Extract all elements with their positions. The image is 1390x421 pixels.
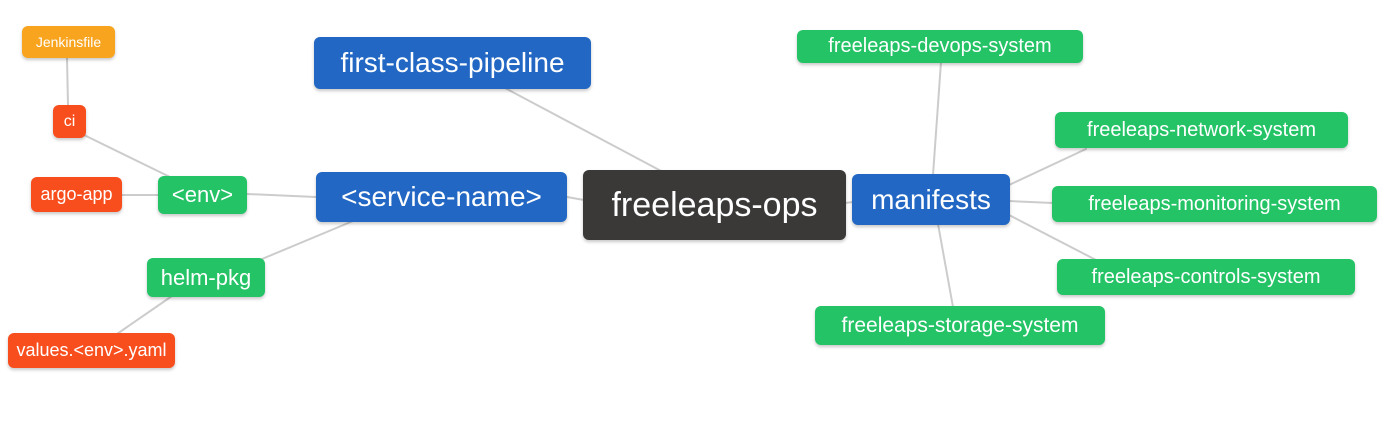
edge-first-class-pipeline-freeleaps-ops: [504, 87, 664, 173]
node-ci[interactable]: ci: [53, 105, 86, 138]
node-freeleaps-storage-system[interactable]: freeleaps-storage-system: [815, 306, 1105, 345]
edge-env-service-name: [246, 193, 317, 198]
node-first-class-pipeline[interactable]: first-class-pipeline: [314, 37, 591, 89]
node-service-name[interactable]: <service-name>: [316, 172, 567, 222]
edge-manifests-monitoring-system: [1008, 200, 1054, 204]
node-manifests[interactable]: manifests: [852, 174, 1010, 225]
edge-service-name-helm-pkg: [261, 220, 354, 260]
node-jenkinsfile[interactable]: Jenkinsfile: [22, 26, 115, 58]
node-env[interactable]: <env>: [158, 176, 247, 214]
node-helm-pkg[interactable]: helm-pkg: [147, 258, 265, 297]
node-values-env-yaml[interactable]: values.<env>.yaml: [8, 333, 175, 368]
edge-manifests-storage-system: [937, 223, 954, 308]
node-freeleaps-controls-system[interactable]: freeleaps-controls-system: [1057, 259, 1355, 295]
edge-jenkinsfile-ci: [66, 57, 69, 106]
edge-manifests-network-system: [1008, 148, 1087, 186]
edge-helm-pkg-values-env-yaml: [116, 295, 173, 335]
node-freeleaps-monitoring-system[interactable]: freeleaps-monitoring-system: [1052, 186, 1377, 222]
edge-ci-env: [81, 133, 173, 179]
node-freeleaps-devops-system[interactable]: freeleaps-devops-system: [797, 30, 1083, 63]
node-argo-app[interactable]: argo-app: [31, 177, 122, 212]
edge-manifests-devops-system: [932, 61, 942, 176]
edge-service-name-freeleaps-ops: [566, 196, 585, 201]
node-freeleaps-ops-root[interactable]: freeleaps-ops: [583, 170, 846, 240]
node-freeleaps-network-system[interactable]: freeleaps-network-system: [1055, 112, 1348, 148]
